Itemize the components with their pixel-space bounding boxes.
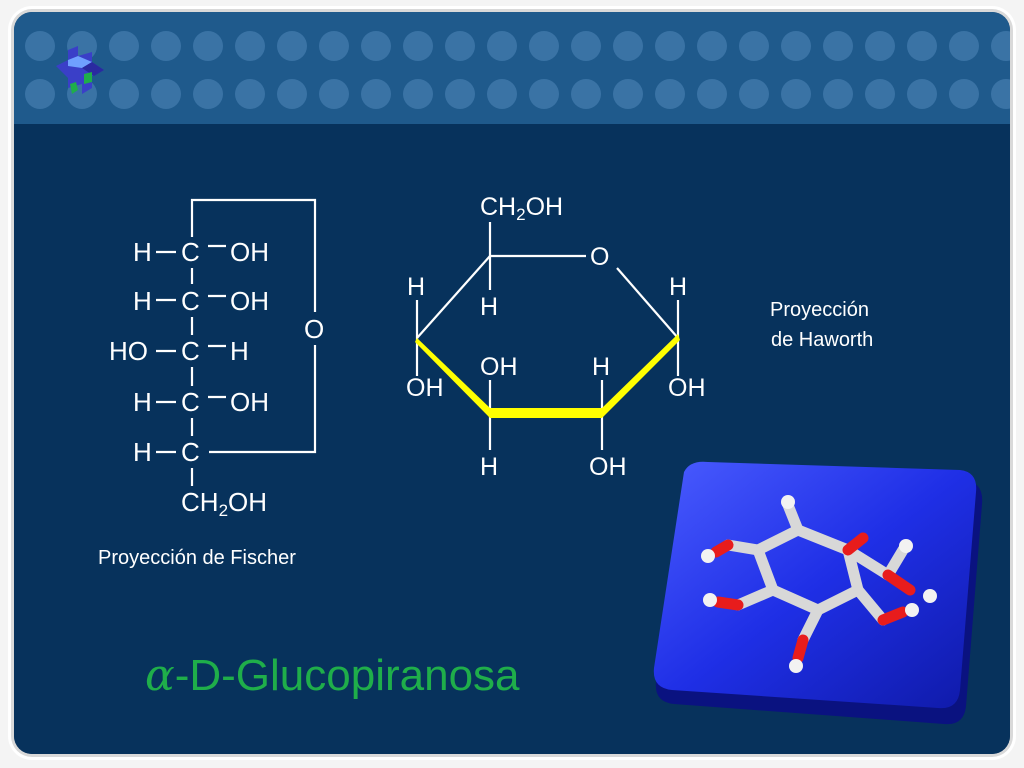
fischer-r3-right: H: [230, 336, 249, 366]
haworth-c4-h: H: [407, 273, 426, 301]
fischer-r1-left: H: [133, 237, 152, 267]
fischer-ch2oh: CH2OH: [181, 487, 268, 520]
haworth-c2-oh: OH: [589, 453, 627, 481]
haworth-ring-oxygen: O: [590, 243, 610, 271]
fischer-r2-right: OH: [230, 286, 269, 316]
header-dots: [25, 31, 1010, 109]
haworth-ch2oh: CH2OH: [480, 193, 564, 224]
puzzle-cross-logo-icon: [56, 46, 104, 94]
fischer-r4-left: H: [133, 387, 152, 417]
fischer-r2-center: C: [181, 286, 200, 316]
fischer-r4-center: C: [181, 387, 200, 417]
haworth-c1-oh: OH: [668, 374, 706, 402]
fischer-r2-left: H: [133, 286, 152, 316]
haworth-c5-h: H: [480, 293, 499, 321]
fischer-r3-left: HO: [109, 336, 148, 366]
haworth-caption-line1: Proyección: [770, 299, 869, 321]
fischer-r4-right: OH: [230, 387, 269, 417]
fischer-ring-oxygen: O: [304, 314, 325, 344]
haworth-c1-h: H: [669, 273, 688, 301]
title-text: -D-Glucopiranosa: [174, 651, 520, 700]
fischer-r5-left: H: [133, 437, 152, 467]
glucose-model-icon: [653, 461, 983, 725]
haworth-caption-line2: de Haworth: [771, 329, 874, 351]
haworth-c2-h: H: [592, 353, 611, 381]
page-title: α-D-Glucopiranosa: [145, 650, 520, 702]
fischer-r1-center: C: [181, 237, 200, 267]
fischer-r5-center: C: [181, 437, 200, 467]
fischer-r1-right: OH: [230, 237, 269, 267]
haworth-c4-oh: OH: [406, 374, 444, 402]
fischer-caption: Proyección de Fischer: [98, 547, 296, 569]
fischer-bonds: [156, 198, 317, 486]
header-band: [14, 12, 1010, 124]
haworth-c3-h: H: [480, 453, 499, 481]
haworth-c3-oh: OH: [480, 353, 518, 381]
fischer-r3-center: C: [181, 336, 200, 366]
haworth-ring: [415, 222, 680, 450]
title-alpha: α: [145, 650, 175, 701]
